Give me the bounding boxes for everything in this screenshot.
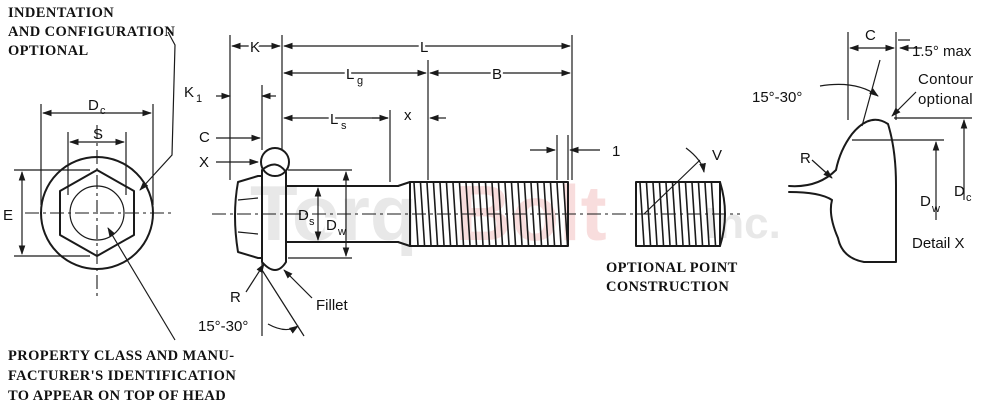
- ls-sub: s: [341, 120, 347, 132]
- optional-point-line2: CONSTRUCTION: [606, 279, 729, 295]
- lg-label: L: [346, 66, 354, 83]
- thread-crest: [556, 182, 562, 246]
- property-note-line2: FACTURER'S IDENTIFICATION: [8, 368, 236, 384]
- thread-crest: [691, 182, 697, 246]
- dw-label: D: [326, 217, 337, 234]
- dc-sub: c: [100, 105, 106, 117]
- contour-line1: Contour: [918, 71, 973, 88]
- notes: INDENTATION AND CONFIGURATION OPTIONAL P…: [8, 5, 738, 404]
- detail-x: C 1.5° max 15°-30° Contour optional R D …: [752, 27, 973, 263]
- v-label: V: [712, 147, 722, 164]
- detail-max-label: 1.5° max: [912, 43, 972, 60]
- detail-profile: [788, 118, 897, 263]
- property-note-line1: PROPERTY CLASS AND MANU-: [8, 348, 234, 364]
- ds-label: D: [298, 207, 309, 224]
- r-label: R: [230, 289, 241, 306]
- thread-crest: [639, 182, 645, 246]
- l-label: L: [420, 39, 428, 56]
- flange-side: [261, 163, 287, 271]
- side-dimensions: K L L g B K 1 L s x C X D s: [184, 35, 722, 337]
- watermark-brand-a: Torq: [250, 169, 418, 257]
- pitch-label: 1: [612, 143, 620, 160]
- e-label: E: [3, 207, 13, 224]
- dw-sub: w: [337, 226, 346, 238]
- detail-dc-label: D: [954, 183, 965, 200]
- side-view: [212, 147, 740, 271]
- thread-crest: [665, 182, 671, 246]
- detail-r-label: R: [800, 150, 811, 167]
- detail-dw-label: D: [920, 193, 931, 210]
- detail-angle-label: 15°-30°: [752, 89, 802, 106]
- c-label: C: [199, 129, 210, 146]
- thread-crest: [697, 182, 704, 246]
- thread-crest: [710, 182, 717, 246]
- thread-crest: [426, 182, 432, 246]
- b-label: B: [492, 66, 502, 83]
- optional-point-line1: OPTIONAL POINT: [606, 260, 738, 276]
- head-note-line3: OPTIONAL: [8, 43, 89, 59]
- end-view: D c S E: [3, 31, 176, 341]
- thread-crest: [458, 182, 465, 246]
- property-note-line3: TO APPEAR ON TOP OF HEAD: [8, 388, 226, 404]
- k1-label: K: [184, 84, 194, 101]
- x-label: x: [404, 107, 412, 124]
- detail-title: Detail X: [912, 235, 965, 252]
- thread-crest: [678, 182, 684, 246]
- detail-x-circle: [260, 147, 290, 177]
- thread-crest: [645, 182, 652, 246]
- head-note-line1: INDENTATION: [8, 5, 114, 21]
- detail-dc-sub: c: [966, 192, 972, 204]
- fillet-label: Fillet: [316, 297, 349, 314]
- thread-crest: [704, 182, 710, 246]
- thread-crest: [652, 182, 658, 246]
- k-label: K: [250, 39, 260, 56]
- angle-label: 15°-30°: [198, 318, 248, 335]
- ds-sub: s: [309, 216, 315, 228]
- optional-point-threads: [639, 182, 717, 246]
- property-leader: [107, 227, 176, 341]
- x-detail-label: X: [199, 154, 209, 171]
- detail-c-label: C: [865, 27, 876, 44]
- thread-crest: [684, 182, 691, 246]
- thread-crest: [658, 182, 665, 246]
- thread-crest: [549, 182, 556, 246]
- k1-sub: 1: [196, 93, 202, 105]
- indentation-leader: [139, 31, 176, 191]
- thread-crest: [523, 182, 530, 246]
- lg-sub: g: [357, 75, 363, 87]
- thread-crest: [432, 182, 439, 246]
- contour-line2: optional: [918, 91, 973, 108]
- dc-label: D: [88, 97, 99, 114]
- ls-label: L: [330, 111, 338, 128]
- s-label: S: [93, 126, 103, 143]
- head-note-line2: AND CONFIGURATION: [8, 24, 175, 40]
- thread-crest: [671, 182, 678, 246]
- detail-dw-sub: w: [931, 203, 940, 215]
- watermark-suffix: Inc.: [705, 199, 781, 248]
